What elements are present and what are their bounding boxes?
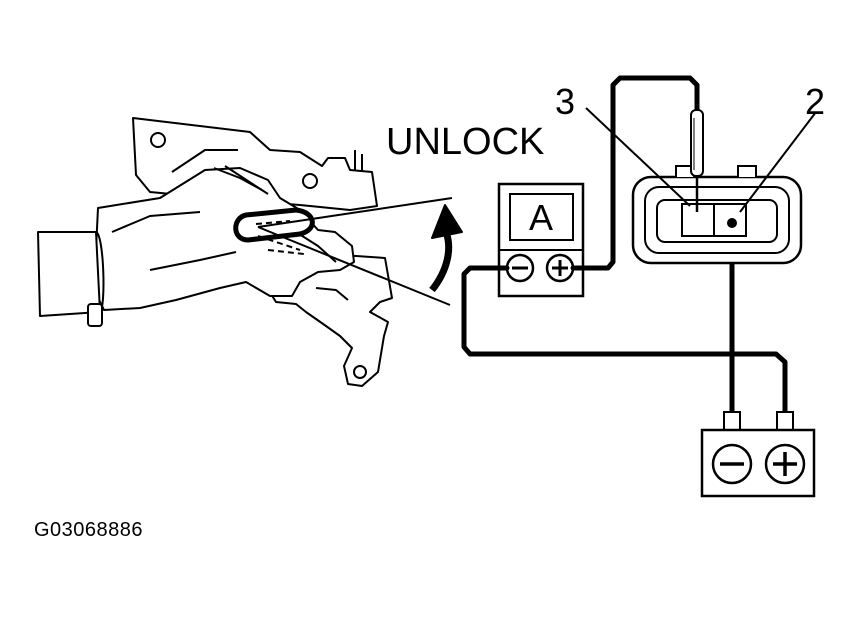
unlock-label: UNLOCK [386, 121, 544, 163]
terminal-2-contact [727, 218, 737, 228]
wire-ammeter-to-terminal-3 [570, 75, 700, 271]
wire-ammeter-to-battery-positive [461, 265, 788, 415]
terminal-3-label: 3 [555, 81, 575, 122]
terminal-2-leader [739, 111, 817, 213]
terminal-2-label: 2 [805, 81, 825, 122]
door-lock-connector [631, 165, 803, 265]
test-probe [690, 109, 704, 212]
battery-negative-terminal [711, 443, 753, 485]
figure-id: G03068886 [34, 519, 144, 541]
battery [700, 411, 816, 498]
unlock-arrow [429, 204, 463, 293]
ammeter: A [497, 182, 585, 298]
unlock-sweep-lines [257, 197, 453, 306]
ammeter-label: A [529, 197, 553, 238]
terminal-3-leader [585, 107, 691, 207]
ammeter-positive-terminal [545, 253, 575, 283]
battery-positive-terminal [764, 443, 806, 485]
ammeter-negative-terminal [505, 253, 535, 283]
door-lock-assembly [37, 117, 393, 387]
